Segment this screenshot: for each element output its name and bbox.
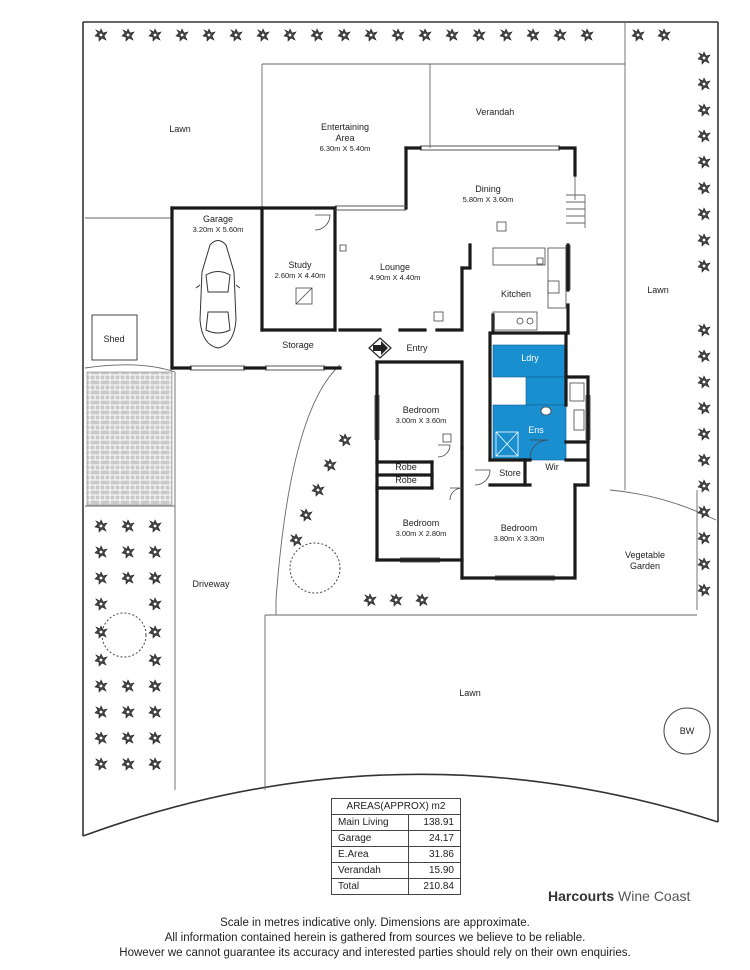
store-label: Store (499, 468, 521, 478)
car-icon (195, 240, 241, 349)
driveway-label: Driveway (192, 579, 230, 589)
bedroom2-dims: 3.00m X 2.80m (395, 529, 447, 538)
garage-dims: 3.20m X 5.60m (192, 225, 244, 234)
lawn-right-label: Lawn (647, 285, 669, 295)
entry-arrow-icon (368, 337, 392, 359)
garage-name: Garage (202, 214, 234, 224)
entertaining-dims: 6.30m X 5.40m (319, 144, 371, 153)
bedroom2-label: Bedroom 3.00m X 2.80m (388, 518, 454, 539)
study-name: Study (288, 260, 312, 270)
study-label: Study 2.60m X 4.40m (268, 260, 332, 281)
areas-table-title: AREAS(APPROX) m2 (331, 798, 461, 815)
area-label: Main Living (331, 814, 409, 831)
disclaimer-line: Scale in metres indicative only. Dimensi… (220, 917, 530, 929)
robe1-label: Robe (395, 462, 417, 472)
bedroom1-name: Bedroom (402, 405, 440, 415)
lawn-bottom-label: Lawn (459, 688, 481, 698)
storage-label: Storage (282, 340, 314, 350)
bw-circle (663, 707, 711, 755)
disclaimer-line: However we cannot guarantee its accuracy… (119, 947, 631, 959)
brand-logo: Harcourts Wine Coast (548, 888, 690, 904)
study-dims: 2.60m X 4.40m (274, 271, 326, 280)
table-row: E.Area 31.86 (331, 846, 462, 863)
ldry-label: Ldry (521, 353, 539, 363)
entertaining-area-label: Entertaining Area 6.30m X 5.40m (300, 122, 390, 154)
verandah-label: Verandah (475, 107, 515, 117)
area-value: 138.91 (407, 814, 462, 831)
bedroom3-name: Bedroom (500, 523, 538, 533)
paving (86, 371, 173, 506)
shower (495, 431, 519, 457)
dining-dims: 5.80m X 3.60m (462, 195, 514, 204)
windows (190, 145, 591, 581)
bedroom2-name: Bedroom (402, 518, 440, 528)
areas-table: AREAS(APPROX) m2 Main Living 138.91 Gara… (331, 798, 462, 895)
ens-label: Ens (528, 425, 544, 435)
entertaining-name-2: Area (335, 133, 355, 143)
shed (91, 314, 138, 361)
vegetable-garden-2: Garden (629, 561, 661, 571)
table-row: Verandah 15.90 (331, 862, 462, 879)
bedroom3-dims: 3.80m X 3.30m (493, 534, 545, 543)
area-value: 15.90 (407, 862, 462, 879)
disclaimer: Scale in metres indicative only. Dimensi… (0, 916, 750, 961)
wet-areas (492, 344, 567, 461)
kitchen-label: Kitchen (500, 289, 532, 299)
entry-label: Entry (406, 343, 428, 353)
bw-label: BW (679, 726, 695, 736)
vegetable-garden-label: Vegetable Garden (615, 550, 675, 572)
area-label: Verandah (331, 862, 409, 879)
trees (101, 542, 341, 658)
garage-label: Garage 3.20m X 5.60m (182, 214, 254, 235)
bedroom3-label: Bedroom 3.80m X 3.30m (486, 523, 552, 544)
area-value: 24.17 (407, 830, 462, 847)
vegetable-garden-1: Vegetable (624, 550, 666, 560)
table-row: Main Living 138.91 (331, 814, 462, 831)
lounge-name: Lounge (379, 262, 411, 272)
entertaining-name-1: Entertaining (320, 122, 370, 132)
area-value: 210.84 (407, 878, 462, 895)
bedroom1-dims: 3.00m X 3.60m (395, 416, 447, 425)
lounge-dims: 4.90m X 4.40m (369, 273, 421, 282)
brand-location: Wine Coast (614, 888, 691, 904)
site-lines (84, 22, 717, 790)
dining-name: Dining (475, 184, 501, 194)
fixtures (295, 221, 585, 443)
shed-label: Shed (103, 334, 125, 344)
area-label: Total (331, 878, 409, 895)
disclaimer-line: All information contained herein is gath… (164, 932, 586, 944)
kitchen-counters (492, 247, 567, 331)
lawn-top-label: Lawn (169, 124, 191, 134)
doors (314, 214, 549, 501)
dining-label: Dining 5.80m X 3.60m (458, 184, 518, 205)
shrubs (94, 28, 711, 771)
table-row: Total 210.84 (331, 878, 462, 895)
table-row: Garage 24.17 (331, 830, 462, 847)
area-label: Garage (331, 830, 409, 847)
robe2-label: Robe (395, 475, 417, 485)
area-label: E.Area (331, 846, 409, 863)
walls (170, 146, 590, 580)
bedroom1-label: Bedroom 3.00m X 3.60m (388, 405, 454, 426)
area-value: 31.86 (407, 846, 462, 863)
wir-label: Wir (545, 462, 559, 472)
brand-name: Harcourts (548, 888, 615, 904)
lounge-label: Lounge 4.90m X 4.40m (362, 262, 428, 283)
property-boundary (82, 21, 719, 837)
